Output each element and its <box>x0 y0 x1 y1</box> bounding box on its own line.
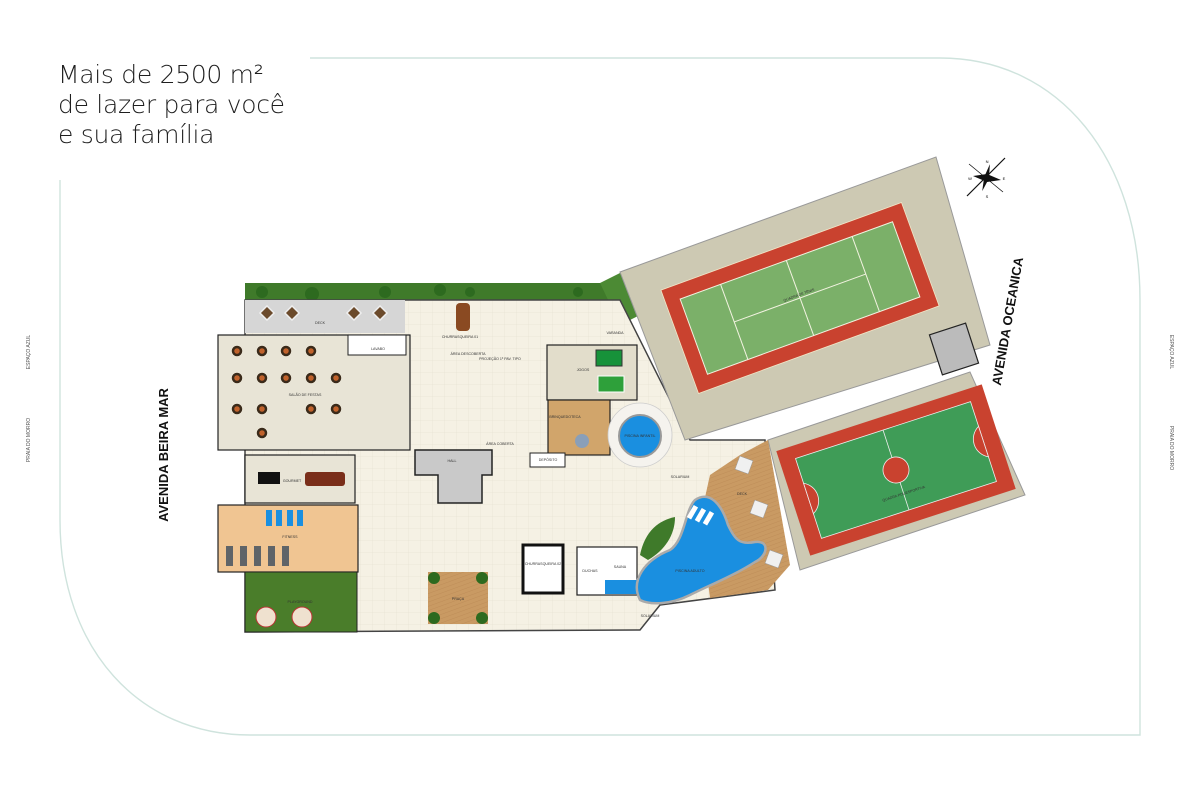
side-label-left-top: ESPAÇO AZUL <box>26 335 32 370</box>
compass-icon: N S E W <box>966 157 1006 199</box>
label-solarium: SOLARIUM <box>671 475 690 479</box>
hedge-corner <box>600 272 640 325</box>
label-solarium-2: SOLARIUM <box>641 614 660 618</box>
label-jogos: JOGOS <box>577 368 590 372</box>
label-piscina-adulto: PISCINA ADULTO <box>675 569 704 573</box>
restrooms <box>347 334 407 356</box>
stair-tower <box>928 322 980 376</box>
multisport-court: QUADRA POLIESPORTIVA <box>776 384 1016 556</box>
bbq-table-1 <box>456 303 470 331</box>
side-label-right-bottom: PRAIA DO MORRO <box>1168 426 1174 470</box>
street-avenida-oceanica: AVENIDA OCEANICA <box>989 255 1026 386</box>
headline-line-1: Mais de 2500 m² <box>58 60 264 89</box>
playground-carousel <box>255 606 277 628</box>
lot-boundary <box>59 57 1141 736</box>
hydro-pool <box>605 580 637 594</box>
bbq-area-2 <box>521 543 565 595</box>
fitness-treadmills <box>266 510 303 526</box>
label-party-hall: SALÃO DE FESTAS <box>289 392 322 397</box>
label-praca: PRAÇA <box>452 597 465 601</box>
hedge-top <box>245 283 620 301</box>
shrubs <box>256 284 583 301</box>
label-churrasqueira-1: CHURRASQUEIRA 01 <box>442 335 478 339</box>
label-fitness: FITNESS <box>282 535 298 539</box>
compass-e: E <box>1003 176 1006 181</box>
label-area-descoberta: ÁREA DESCOBERTA <box>450 352 486 356</box>
side-label-left-bottom: PRAIA DO MORRO <box>26 418 32 462</box>
kids-pool <box>618 414 662 458</box>
gourmet-table <box>305 472 345 486</box>
playground-carousel <box>291 606 313 628</box>
pool-table <box>595 349 623 367</box>
toy-room-play-mat <box>575 434 589 448</box>
compass-n: N <box>986 159 989 164</box>
label-hall: HALL <box>448 459 457 463</box>
umbrellas <box>734 455 784 569</box>
label-varanda: VARANDA <box>606 331 624 335</box>
label-deck-pool: DECK <box>737 492 748 496</box>
headline-line-2: de lazer para você <box>58 90 285 119</box>
plaza-trees <box>428 572 488 624</box>
label-duchas: DUCHAS <box>582 569 598 573</box>
adult-pool <box>635 495 767 605</box>
compass-w: W <box>968 176 972 181</box>
storage-room <box>529 452 566 468</box>
street-avenida-beira-mar: AVENIDA BEIRA MAR <box>156 387 171 521</box>
side-label-right-top: ESPAÇO AZUL <box>1168 335 1174 370</box>
label-projecao: PROJEÇÃO 1º PAV. TIPO <box>479 356 521 361</box>
label-piscina-infantil: PISCINA INFANTIL <box>625 434 656 438</box>
sun-loungers <box>686 504 715 526</box>
label-deck: DECK <box>315 321 326 325</box>
headline: Mais de 2500 m² de lazer para você e sua… <box>58 60 285 150</box>
tennis-court: QUADRA DE TÊNIS <box>660 202 940 394</box>
ping-pong-table <box>597 375 625 393</box>
label-area-coberta: ÁREA COBERTA <box>486 442 514 446</box>
label-sauna: SAUNA <box>614 565 627 569</box>
party-hall-tables <box>231 345 342 439</box>
deck-tables <box>258 304 389 322</box>
headline-line-3: e sua família <box>58 120 215 149</box>
hall-core <box>414 449 493 504</box>
label-gourmet: GOURMET <box>283 479 302 483</box>
compass-s: S <box>986 194 989 199</box>
label-lavabo: LAVABO <box>371 347 385 351</box>
label-churrasqueira-2: CHURRASQUEIRA 02 <box>525 562 561 566</box>
label-brinquedoteca: BRINQUEDOTECA <box>549 415 581 419</box>
fitness-machines <box>226 546 289 566</box>
label-deposito: DEPÓSITO <box>539 457 558 462</box>
label-playground: PLAYGROUND <box>288 600 313 604</box>
gourmet-counter <box>258 472 280 484</box>
pool-planter <box>640 517 675 560</box>
